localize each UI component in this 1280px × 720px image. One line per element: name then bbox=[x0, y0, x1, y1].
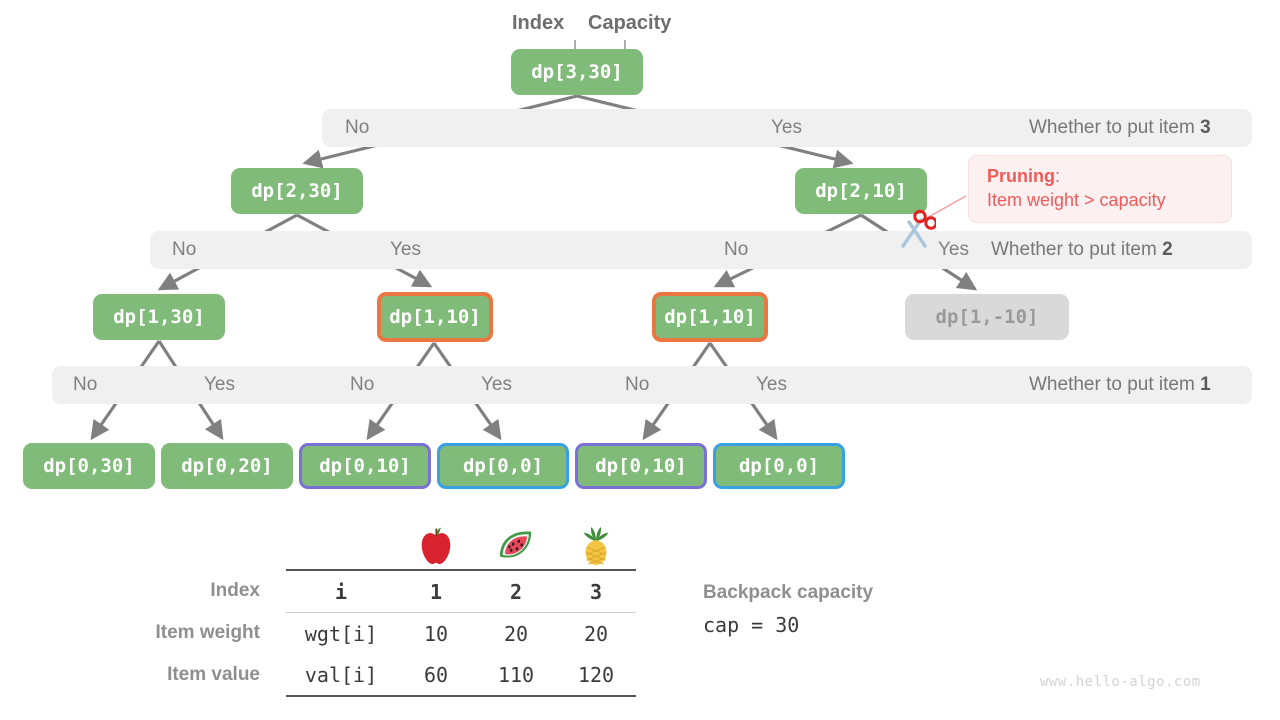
level-2-choice-3-no: No bbox=[724, 239, 749, 260]
pruning-detail: Item weight > capacity bbox=[987, 190, 1166, 210]
level-3-choice-1-no: No bbox=[345, 117, 370, 138]
bottom-rule-cell bbox=[286, 695, 396, 698]
table-cell: 10 bbox=[396, 612, 476, 654]
pruning-callout: Pruning: Item weight > capacity bbox=[968, 155, 1232, 223]
level-1-question: Whether to put item 1 bbox=[1029, 374, 1211, 395]
table-row-label: Item value bbox=[167, 664, 260, 685]
table-bottom-rule bbox=[150, 695, 636, 698]
index-label: Index bbox=[512, 12, 565, 34]
tree-node-l0-0a: dp[0,0] bbox=[437, 443, 569, 489]
table-row-key: i bbox=[286, 569, 396, 613]
level-3-choice-2-yes: Yes bbox=[771, 117, 802, 138]
capacity-note-title: Backpack capacity bbox=[703, 582, 874, 603]
table-cell: 110 bbox=[497, 662, 535, 687]
tree-node-l0-0b: dp[0,0] bbox=[713, 443, 845, 489]
level-3-question: Whether to put item 3 bbox=[1029, 117, 1211, 138]
table-row-key: wgt[i] bbox=[286, 612, 396, 654]
watermark: www.hello-algo.com bbox=[1040, 674, 1201, 690]
table-icon-row bbox=[150, 520, 636, 570]
bottom-rule-spacer bbox=[150, 696, 286, 698]
level-1-choice-6-yes: Yes bbox=[756, 374, 787, 395]
table-cell: 2 bbox=[476, 569, 556, 613]
icon-row-spacer bbox=[150, 520, 286, 570]
table-row-label: Index bbox=[210, 580, 260, 602]
table-cell: 3 bbox=[556, 569, 636, 613]
table-cell: 20 bbox=[556, 612, 636, 654]
tree-node-l0-10a: dp[0,10] bbox=[299, 443, 431, 489]
bottom-rule-cell bbox=[556, 695, 636, 698]
bottom-rule-cell bbox=[476, 695, 556, 698]
tree-node-n1-10a: dp[1,10] bbox=[377, 292, 493, 342]
tree-node-n1-m10: dp[1,-10] bbox=[905, 294, 1069, 340]
capacity-note-code: cap = 30 bbox=[703, 613, 800, 637]
level-2-choice-1-no: No bbox=[172, 239, 197, 260]
tree-node-n1-30: dp[1,30] bbox=[93, 294, 225, 340]
table-cell: 20 bbox=[476, 612, 556, 654]
table-row-label: Item weight bbox=[155, 622, 260, 644]
tree-node-root: dp[3,30] bbox=[511, 49, 643, 95]
level-1-choice-1-no: No bbox=[73, 374, 98, 395]
tree-node-l0-30: dp[0,30] bbox=[23, 443, 155, 489]
scissors-icon bbox=[901, 209, 936, 248]
pineapple-icon bbox=[556, 520, 636, 570]
icon-row-key-spacer bbox=[286, 520, 396, 570]
capacity-note: Backpack capacity cap = 30 bbox=[703, 578, 873, 642]
table-cell: 120 bbox=[577, 662, 615, 687]
level-1-choice-3-no: No bbox=[350, 374, 375, 395]
table-row-key: val[i] bbox=[304, 662, 378, 687]
tree-node-n1-10b: dp[1,10] bbox=[652, 292, 768, 342]
pruning-title: Pruning bbox=[987, 166, 1055, 186]
pruning-colon: : bbox=[1055, 166, 1061, 186]
tree-node-l0-20: dp[0,20] bbox=[161, 443, 293, 489]
level-2-choice-2-yes: Yes bbox=[390, 239, 421, 260]
watermelon-icon bbox=[476, 520, 556, 570]
capacity-label: Capacity bbox=[588, 12, 672, 34]
level-2-bar bbox=[150, 231, 1252, 269]
level-3-bar bbox=[322, 109, 1252, 147]
level-1-choice-4-yes: Yes bbox=[481, 374, 512, 395]
tree-node-n2-30: dp[2,30] bbox=[231, 168, 363, 214]
apple-icon bbox=[396, 520, 476, 570]
tree-node-l0-10b: dp[0,10] bbox=[575, 443, 707, 489]
table-row: Item value val[i] 60 110 120 bbox=[150, 654, 636, 696]
level-2-choice-4-yes: Yes bbox=[938, 239, 969, 260]
level-1-choice-2-yes: Yes bbox=[204, 374, 235, 395]
tree-node-n2-10: dp[2,10] bbox=[795, 168, 927, 214]
level-1-choice-5-no: No bbox=[625, 374, 650, 395]
level-2-question: Whether to put item 2 bbox=[991, 239, 1173, 260]
bottom-rule-cell bbox=[396, 695, 476, 698]
level-1-bar bbox=[52, 366, 1252, 404]
table-cell: 1 bbox=[396, 569, 476, 613]
table-cell: 60 bbox=[423, 662, 449, 687]
